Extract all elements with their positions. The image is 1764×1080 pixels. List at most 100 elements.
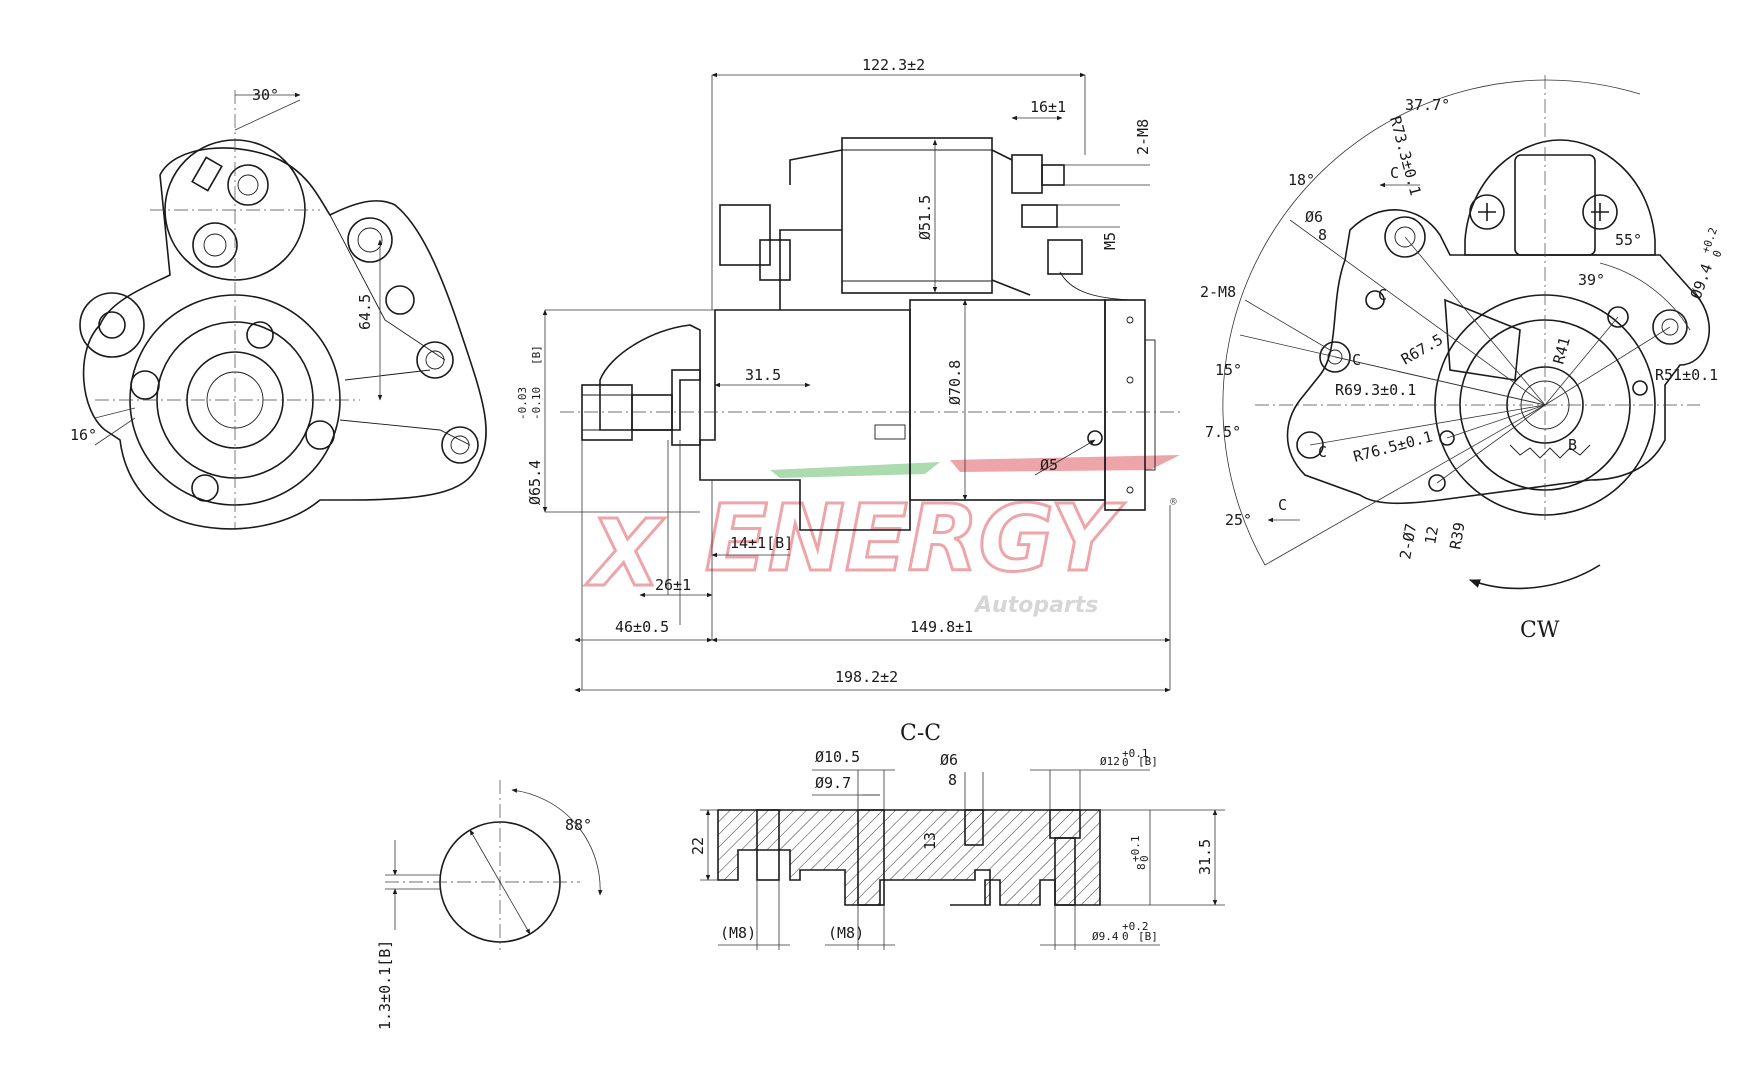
rear-hole-dia: Ø6 (1305, 208, 1323, 226)
section-d12-tol-lo: 0 (1122, 756, 1129, 769)
front-ear-left (79, 292, 145, 358)
section-hole-6 (964, 809, 984, 846)
front-housing-outline (82, 147, 487, 530)
rear-c-right: C (1352, 351, 1361, 369)
side-dim-26: 26±1 (655, 576, 691, 594)
rear-b-label: B (1568, 436, 1577, 454)
pinion-angle-88: 88° (565, 816, 592, 834)
rear-c-top: C (1390, 164, 1399, 182)
side-terminal-m5 (1021, 204, 1058, 228)
front-terminal-upper (227, 164, 269, 206)
side-terminal-m8-upper (1011, 154, 1043, 194)
side-dim-nose-len: 31.5 (745, 366, 781, 384)
section-d94-ref: [B] (1138, 930, 1158, 943)
section-d105: Ø10.5 (815, 748, 860, 766)
rear-hole-94-tol-lo: 0 (1710, 248, 1724, 259)
section-h8: 8 (1135, 863, 1148, 870)
side-dim-flange-tol-lower: -0.10 (530, 387, 543, 420)
side-dim-overall-len: 198.2±2 (835, 668, 898, 686)
rear-c-mid: C (1378, 286, 1387, 304)
section-d12-ref: [B] (1138, 755, 1158, 768)
side-view: 122.3±2 16±1 2-M8 M5 Ø51.5 Ø65.4 -0.03 -… (516, 56, 1180, 693)
brand-registered: ® (1170, 495, 1177, 508)
side-dim-pin-dia: Ø5 (1040, 456, 1058, 474)
side-pin-hole (1087, 430, 1103, 446)
side-terminal-m8-lower (1047, 239, 1083, 275)
section-m8-mid: (M8) (828, 924, 864, 942)
side-dim-flange-dia: Ø65.4 (526, 460, 544, 505)
rear-hole-m8-left (1319, 341, 1351, 373)
rear-angle-7: 7.5° (1205, 423, 1241, 441)
rear-c-bottom: C (1278, 496, 1287, 514)
brand-x-letter: X (585, 500, 665, 607)
front-dim-64: 64.5 (356, 294, 374, 330)
side-dim-overall-top: 122.3±2 (862, 56, 925, 74)
front-view: 30° 64.5 16° (70, 86, 487, 530)
side-dim-flange-tol-upper: -0.03 (516, 387, 529, 420)
rear-angle-15: 15° (1215, 361, 1242, 379)
side-dim-149: 149.8±1 (910, 618, 973, 636)
rear-r51: R51±0.1 (1655, 366, 1718, 384)
rear-view: 37.7° R73.3±0.1 18° C Ø6 8 C 55° Ø9.4 +0… (1200, 75, 1725, 643)
rear-r41: R41 (1549, 335, 1573, 366)
side-dim-14: 14±1[B] (730, 534, 793, 552)
rear-r39: R39 (1446, 521, 1468, 551)
section-hole-m8-left (756, 809, 780, 881)
section-title: C-C (900, 721, 941, 746)
rear-mount-plate (1286, 209, 1711, 505)
side-dim-46: 46±0.5 (615, 618, 669, 636)
rear-hole-94: Ø9.4 (1687, 261, 1716, 301)
side-dim-solenoid-dia: Ø51.5 (916, 195, 934, 240)
section-profile (717, 809, 1101, 906)
section-d12-tol: +0.1 (1122, 747, 1149, 760)
rear-solenoid-cap (1464, 139, 1656, 256)
side-end-cap (1104, 299, 1146, 511)
rear-angle-25: 25° (1225, 511, 1252, 529)
brand-swoosh-green (770, 462, 940, 478)
front-mount-hole-top (347, 217, 393, 263)
front-mount-hole-right (416, 341, 454, 379)
section-cc: C-C Ø10.5 Ø9.7 Ø6 8 Ø12 +0.1 0 [B] 22 13 (689, 721, 1225, 950)
side-pinion (581, 384, 633, 441)
pinion-detail: 88° 1.3±0.1[B] (376, 780, 603, 1030)
section-h22: 22 (689, 837, 707, 855)
section-d6: Ø6 (940, 751, 958, 769)
brand-swoosh-red (950, 455, 1180, 472)
section-h13: 13 (921, 832, 939, 850)
side-nose (599, 324, 701, 431)
front-terminal-lower (192, 222, 238, 268)
section-d97: Ø9.7 (815, 774, 851, 792)
rear-hole-top (1384, 216, 1426, 258)
rear-angle-55: 55° (1615, 231, 1642, 249)
section-d94: Ø9.4 (1092, 930, 1119, 943)
rear-terminal-left (1469, 194, 1505, 230)
rear-c-low: C (1318, 443, 1327, 461)
rear-r69: R69.3±0.1 (1335, 381, 1416, 399)
section-h315: 31.5 (1196, 839, 1214, 875)
rear-hole-depth: 8 (1318, 226, 1327, 244)
brand-watermark: X ENERGY ® Autoparts (584, 455, 1180, 618)
front-angle-16: 16° (70, 426, 97, 444)
rear-dim-12: 12 (1421, 525, 1442, 546)
brand-name: ENERGY (705, 485, 1125, 592)
rear-r67: R67.5 (1398, 330, 1446, 368)
section-d94-tol: +0.2 (1122, 920, 1149, 933)
section-h8-tol: +0.1 (1129, 836, 1142, 863)
rear-hole-94 (1652, 309, 1688, 345)
rear-angle-37: 37.7° (1405, 96, 1450, 114)
brand-subtitle: Autoparts (973, 593, 1098, 618)
rear-rotation-arrow (1468, 564, 1601, 590)
section-d94-tol-lo: 0 (1122, 930, 1129, 943)
side-solenoid-body (841, 137, 993, 294)
section-hole-m8-mid (857, 809, 885, 906)
rear-r76: R76.5±0.1 (1351, 427, 1434, 465)
section-h8-tol-lo: 0 (1138, 855, 1151, 862)
side-dim-flange-ref: [B] (530, 345, 543, 365)
side-dim-studs: 2-M8 (1134, 119, 1152, 155)
section-d6-depth: 8 (948, 771, 957, 789)
rear-hole-c-low (1296, 431, 1324, 459)
front-angle-30: 30° (252, 86, 279, 104)
front-mount-hole-low (441, 426, 479, 464)
rear-angle-18: 18° (1288, 171, 1315, 189)
